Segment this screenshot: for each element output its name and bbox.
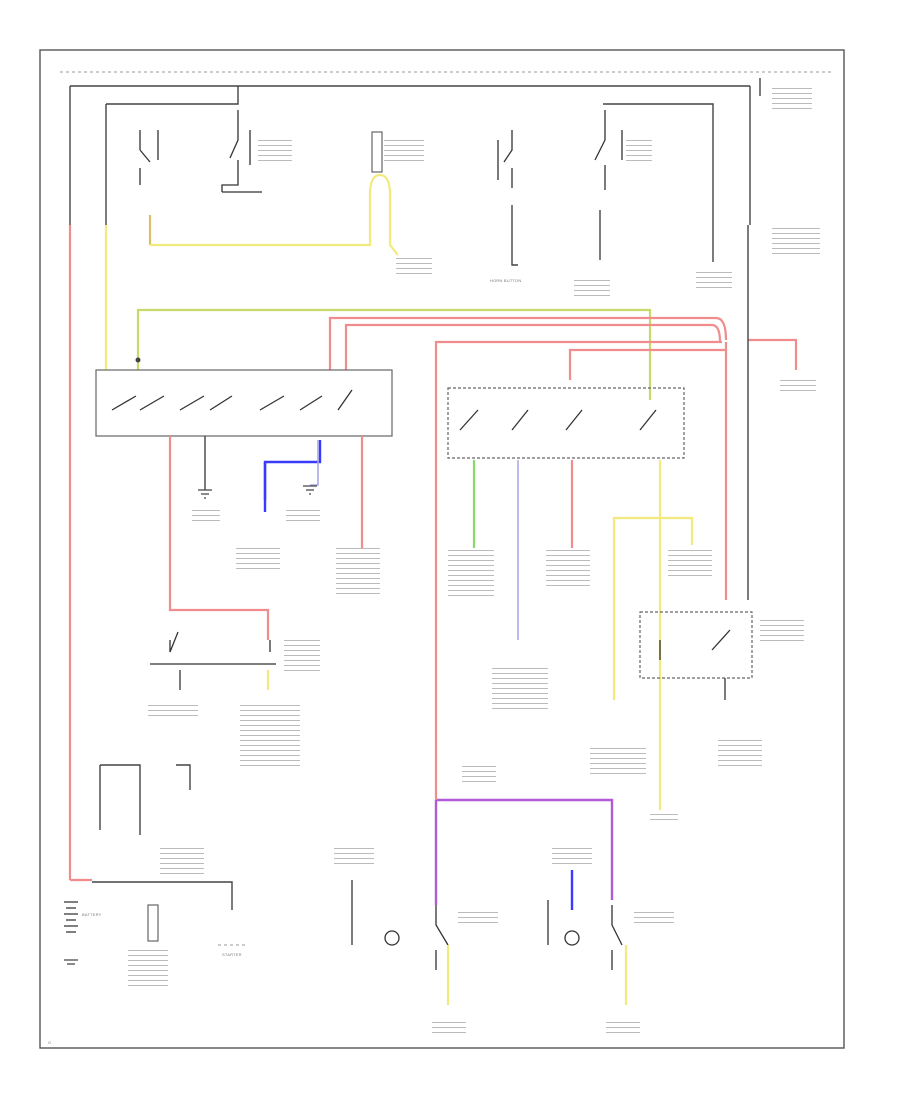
ignition-red-out <box>168 436 270 640</box>
blue-wire <box>263 440 322 500</box>
switch-symbol-icon <box>221 110 251 192</box>
component-label <box>574 280 610 298</box>
lamp-symbol-icon <box>564 930 580 946</box>
horn-button-label: HORN BUTTON <box>490 278 522 283</box>
component-label <box>546 550 590 590</box>
battery-label: BATTERY <box>82 912 102 917</box>
component-label <box>334 848 374 866</box>
switch-symbol-icon <box>150 631 276 665</box>
splice-node-icon <box>135 357 141 363</box>
component-label <box>696 272 732 290</box>
violet-wire <box>436 798 614 900</box>
diagram-frame <box>39 49 845 1049</box>
component-label <box>286 510 320 524</box>
component-label <box>458 912 498 926</box>
component-label <box>384 140 424 164</box>
upper-branch-wire <box>106 86 239 105</box>
battery-sense-wire-3 <box>176 764 191 790</box>
headlamp-relay-box <box>639 611 753 679</box>
component-label <box>780 380 816 394</box>
switch-symbol-icon <box>139 130 159 185</box>
ground-label: G <box>48 1040 52 1045</box>
switch-symbol-icon <box>459 409 657 431</box>
red-bus-4 <box>568 348 726 380</box>
battery-sense-wire <box>100 764 141 835</box>
red-bus-3 <box>434 340 722 740</box>
horn-stub-wire <box>511 205 518 266</box>
red-bus-2 <box>344 323 722 370</box>
component-label <box>718 740 762 766</box>
starter-cable <box>92 881 233 910</box>
component-label <box>668 550 712 576</box>
switch-symbol-icon <box>594 110 623 190</box>
component-label <box>160 848 204 878</box>
component-label <box>772 228 820 256</box>
lamp-symbol-icon <box>384 930 400 946</box>
ignition-switch-box <box>95 369 393 437</box>
yellow-branch-wire <box>612 516 694 700</box>
component-label <box>552 848 592 866</box>
component-label <box>396 258 432 276</box>
component-label <box>432 1022 466 1036</box>
component-label <box>128 950 168 986</box>
switch-symbol-icon <box>435 905 449 970</box>
ground-symbol-icon <box>198 489 212 499</box>
headlamp-switch-box <box>447 387 685 459</box>
component-label <box>772 88 812 110</box>
component-label <box>240 705 300 767</box>
yellow-loop-wire <box>150 173 399 256</box>
component-label <box>492 668 548 712</box>
switch-symbol-icon <box>111 389 353 411</box>
yellow-green-bus <box>136 308 652 400</box>
right-branch-wire <box>603 103 714 225</box>
switch-symbol-icon <box>611 905 623 970</box>
starter-label: STARTER <box>222 952 242 957</box>
component-label <box>258 140 292 162</box>
red-bus-5 <box>748 338 798 370</box>
component-label <box>634 912 674 926</box>
component-label <box>236 548 280 570</box>
component-label <box>760 620 804 644</box>
component-label <box>590 748 646 778</box>
ground-symbol-icon <box>303 485 317 495</box>
component-label <box>336 548 380 596</box>
component-label <box>284 640 320 674</box>
light-blue-wire <box>310 440 319 486</box>
relay-component-box <box>371 131 383 173</box>
component-label <box>192 510 220 524</box>
red-bus-1 <box>328 316 728 370</box>
component-label <box>462 766 496 786</box>
component-label <box>148 705 198 719</box>
component-label <box>448 550 494 596</box>
sensor-component-box <box>147 904 159 942</box>
component-label <box>650 814 678 822</box>
switch-symbol-icon <box>659 629 731 660</box>
battery-symbol-icon <box>64 901 78 965</box>
component-label <box>626 140 652 162</box>
switch-symbol-icon <box>497 130 513 188</box>
component-label <box>606 1022 640 1036</box>
